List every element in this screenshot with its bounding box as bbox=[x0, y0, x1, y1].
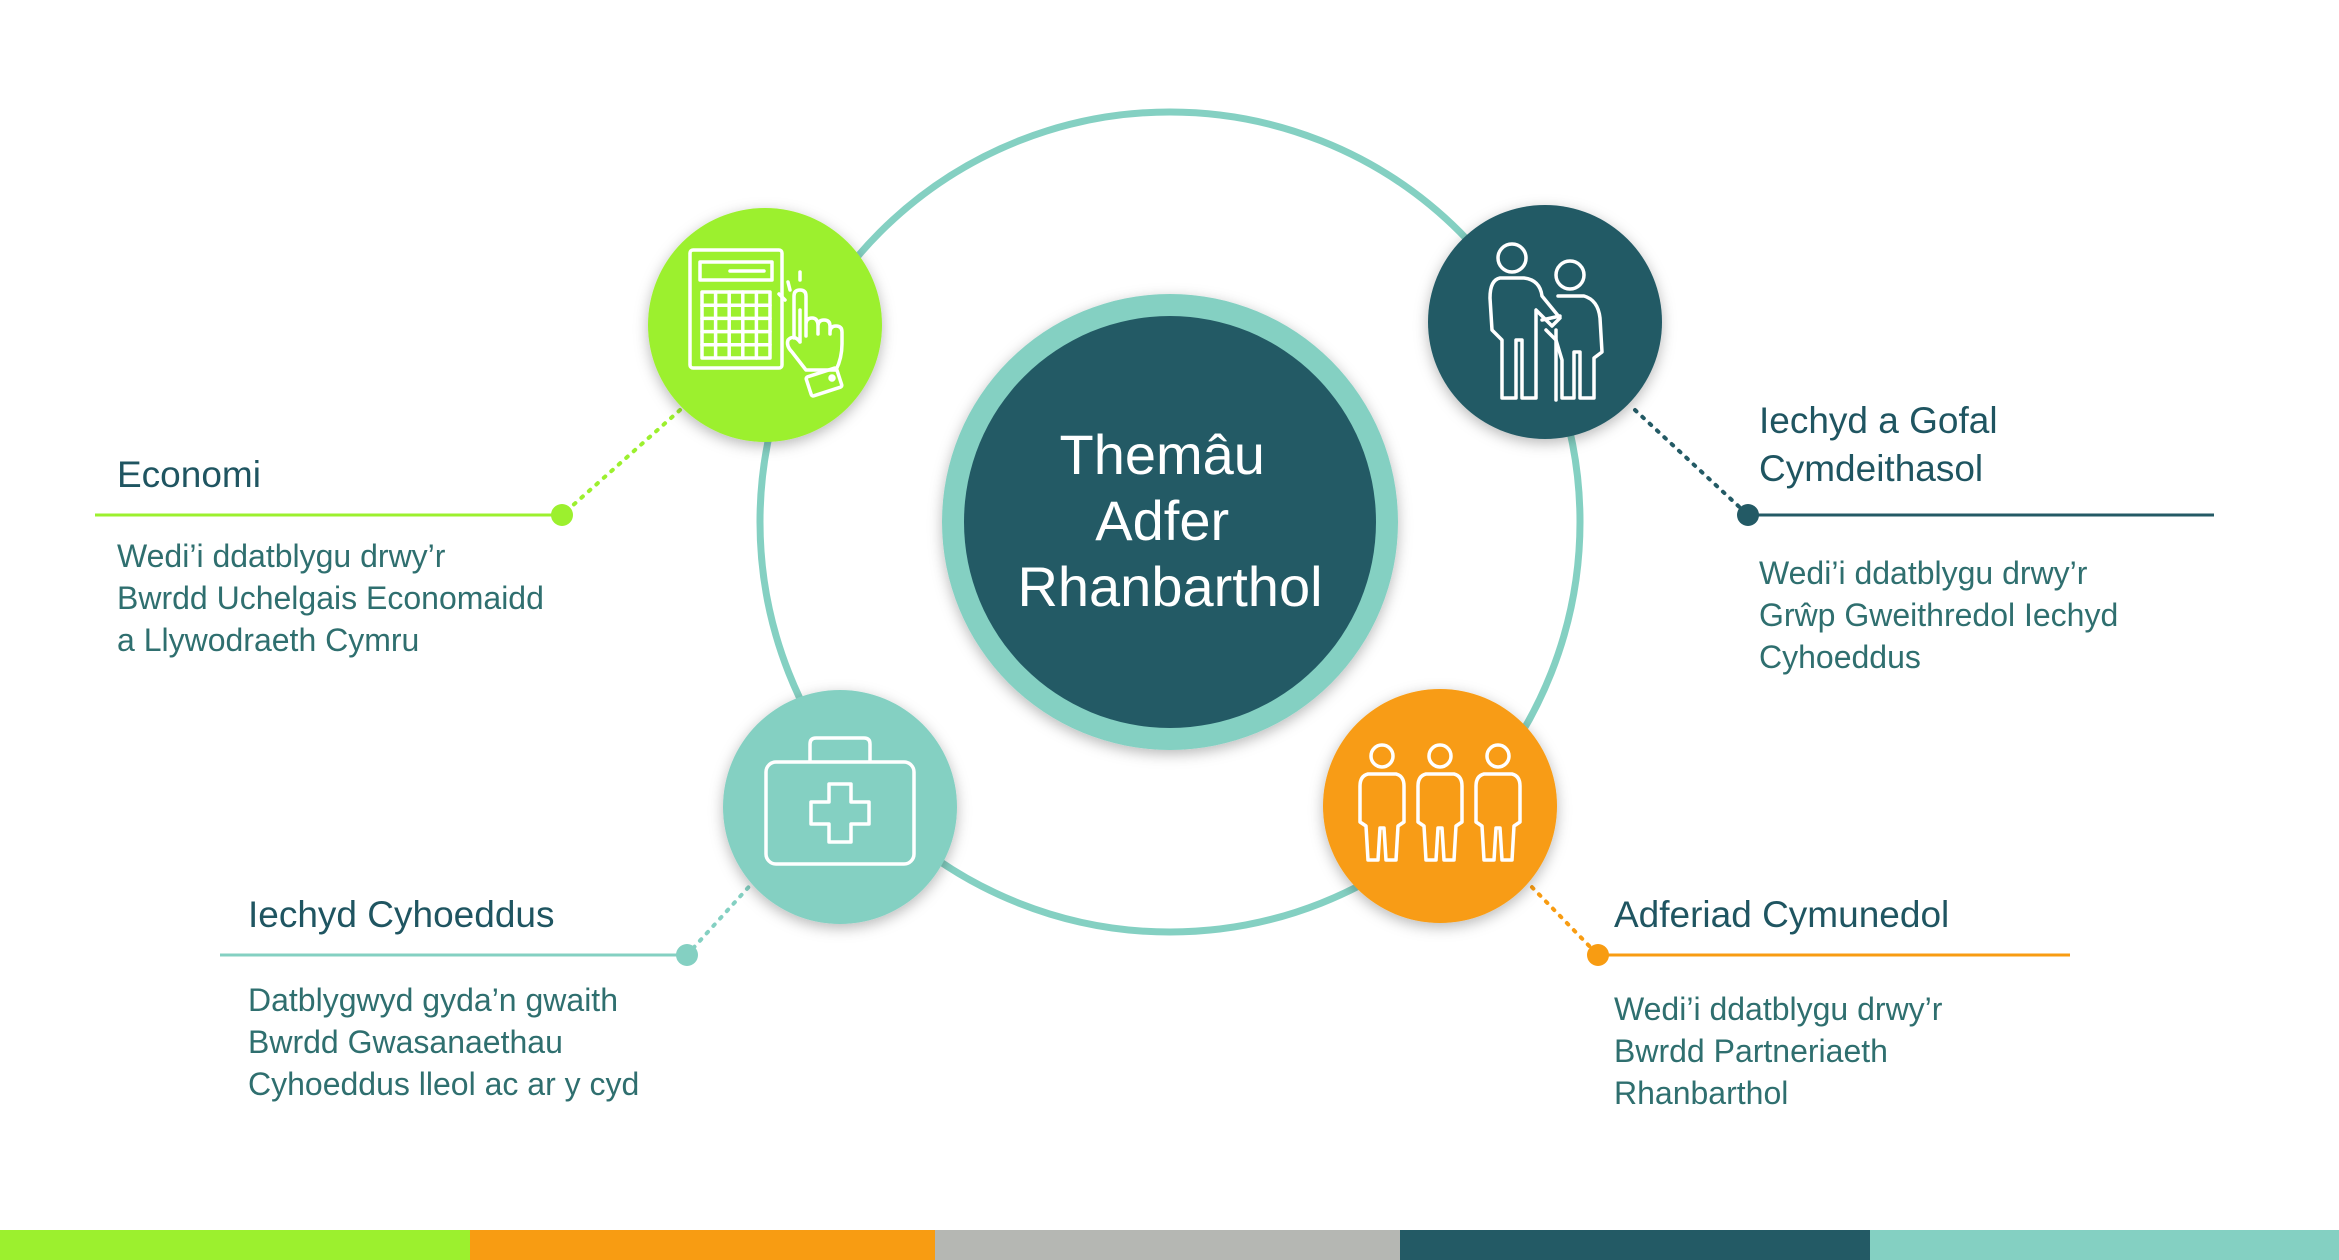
theme-circle-iechyd-cyhoeddus bbox=[723, 690, 957, 924]
theme-circle-adferiad-cymunedol bbox=[1323, 689, 1557, 923]
footer-band-segment bbox=[0, 1230, 470, 1260]
description-line: Bwrdd Gwasanaethau bbox=[248, 1024, 563, 1060]
handshake-people-icon bbox=[1488, 242, 1604, 402]
description-line: Rhanbarthol bbox=[1614, 1075, 1788, 1111]
center-title-line: Themâu bbox=[1060, 423, 1265, 486]
description-line: a Llywodraeth Cymru bbox=[117, 622, 419, 658]
connector-iechyd-cyhoeddus bbox=[685, 878, 757, 957]
theme-circle-economi bbox=[648, 208, 882, 442]
connector-dot-iechyd-cyhoeddus bbox=[676, 944, 698, 966]
center-title: Themâu Adfer Rhanbarthol bbox=[1017, 423, 1322, 618]
theme-iechyd-cyhoeddus: Iechyd Cyhoeddus Datblygwyd gyda’n gwait… bbox=[220, 690, 957, 1102]
theme-circle-iechyd-a-gofal bbox=[1428, 205, 1662, 439]
theme-iechyd-a-gofal: Iechyd a Gofal Cymdeithasol Wedi’i ddatb… bbox=[1428, 205, 2214, 675]
theme-description: Wedi’i ddatblygu drwy’r Bwrdd Uchelgais … bbox=[117, 538, 553, 658]
connector-dot-iechyd-a-gofal bbox=[1737, 504, 1759, 526]
theme-description: Wedi’i ddatblygu drwy’r Bwrdd Partneriae… bbox=[1614, 991, 1951, 1111]
center-title-line: Rhanbarthol bbox=[1017, 555, 1322, 618]
theme-title: Iechyd Cyhoeddus bbox=[248, 894, 554, 935]
description-line: Cyhoeddus lleol ac ar y cyd bbox=[248, 1066, 639, 1102]
theme-title-line: Iechyd a Gofal bbox=[1759, 400, 1998, 441]
outer-ring bbox=[756, 108, 1584, 936]
description-line: Wedi’i ddatblygu drwy’r bbox=[1614, 991, 1943, 1027]
theme-title: Economi bbox=[117, 454, 261, 495]
description-line: Wedi’i ddatblygu drwy’r bbox=[1759, 555, 2088, 591]
theme-adferiad-cymunedol: Adferiad Cymunedol Wedi’i ddatblygu drwy… bbox=[1323, 689, 2070, 1111]
footer-band-segment bbox=[935, 1230, 1400, 1260]
connector-adferiad-cymunedol bbox=[1523, 878, 1600, 957]
footer-band-segment bbox=[1870, 1230, 2339, 1260]
connector-economi bbox=[560, 408, 682, 517]
theme-title: Adferiad Cymunedol bbox=[1614, 894, 1949, 935]
center-title-line: Adfer bbox=[1095, 489, 1229, 552]
description-line: Bwrdd Uchelgais Economaidd bbox=[117, 580, 544, 616]
theme-title-line: Adferiad Cymunedol bbox=[1614, 894, 1949, 935]
footer-band-segment bbox=[1400, 1230, 1870, 1260]
center-hub: Themâu Adfer Rhanbarthol bbox=[942, 294, 1398, 750]
theme-title-line: Economi bbox=[117, 454, 261, 495]
footer-color-band bbox=[0, 1230, 2339, 1260]
theme-title: Iechyd a Gofal Cymdeithasol bbox=[1759, 400, 2008, 489]
theme-description: Wedi’i ddatblygu drwy’r Grŵp Gweithredol… bbox=[1759, 555, 2127, 675]
description-line: Datblygwyd gyda’n gwaith bbox=[248, 982, 618, 1018]
connector-dot-adferiad-cymunedol bbox=[1587, 944, 1609, 966]
description-line: Bwrdd Partneriaeth bbox=[1614, 1033, 1888, 1069]
theme-economi: Economi Wedi’i ddatblygu drwy’r Bwrdd Uc… bbox=[95, 208, 882, 658]
footer-band-segment bbox=[470, 1230, 935, 1260]
theme-description: Datblygwyd gyda’n gwaith Bwrdd Gwasanaet… bbox=[248, 982, 639, 1102]
calculator-hand-icon bbox=[688, 248, 844, 398]
first-aid-kit-icon bbox=[764, 736, 916, 866]
community-people-icon bbox=[1358, 743, 1522, 862]
connector-dot-economi bbox=[551, 504, 573, 526]
connector-iechyd-a-gofal bbox=[1633, 408, 1750, 517]
theme-title-line: Iechyd Cyhoeddus bbox=[248, 894, 554, 935]
theme-title-line: Cymdeithasol bbox=[1759, 448, 1983, 489]
description-line: Wedi’i ddatblygu drwy’r bbox=[117, 538, 446, 574]
description-line: Grŵp Gweithredol Iechyd bbox=[1759, 597, 2118, 633]
description-line: Cyhoeddus bbox=[1759, 639, 1921, 675]
